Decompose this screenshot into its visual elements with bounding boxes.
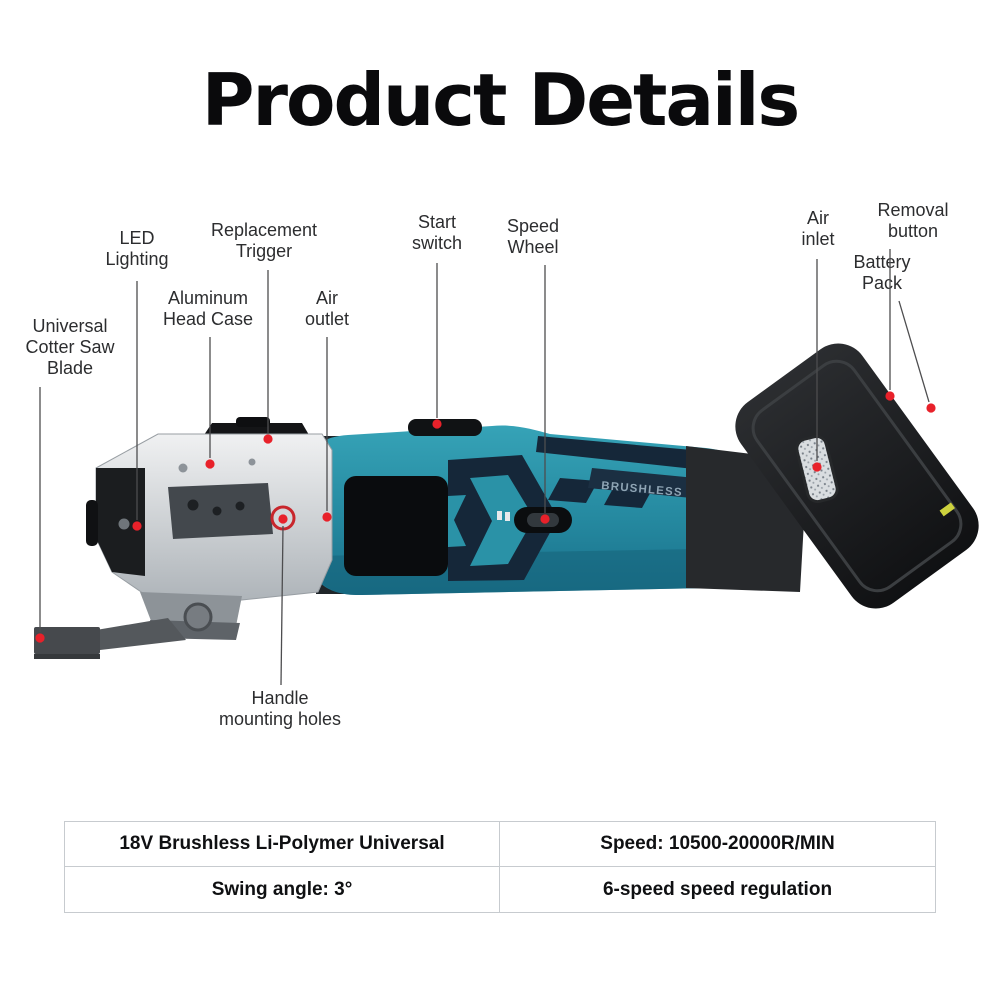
- callout-label-mounting-holes: Handle mounting holes: [218, 688, 342, 729]
- tool-head: [86, 417, 333, 640]
- head-screw-2: [248, 458, 256, 466]
- callout-dot-speed-wheel: [540, 514, 550, 524]
- leader-lines: [39, 249, 930, 686]
- trigger-clip-tab: [236, 417, 270, 427]
- body-grip-panel: [344, 476, 448, 576]
- callout-dot-air-inlet: [812, 462, 822, 472]
- blade-clamp-bolt: [183, 602, 213, 632]
- callout-label-replacement-trigger: Replacement Trigger: [210, 220, 318, 261]
- leader-line-mounting-holes: [280, 525, 284, 686]
- callout-dot-replacement-trigger: [263, 434, 273, 444]
- body-stripe-1: [548, 478, 598, 503]
- callout-dot-aluminum-head-case: [205, 459, 215, 469]
- callout-dot-led-lighting: [132, 521, 142, 531]
- spec-cell-swing-angle: Swing angle: 3°: [65, 867, 500, 912]
- callout-dots: [35, 391, 936, 643]
- mounting-hole-3: [235, 501, 245, 511]
- battery-seam: [751, 359, 963, 593]
- battery-pack: [686, 343, 979, 609]
- callout-label-start-switch: Start switch: [411, 212, 463, 253]
- spec-cell-speed-regulation: 6-speed speed regulation: [602, 878, 833, 900]
- callout-dot-battery-pack: [926, 403, 936, 413]
- callout-dot-start-switch: [432, 419, 442, 429]
- callout-label-aluminum-head-case: Aluminum Head Case: [162, 288, 254, 329]
- callout-dot-mounting-holes: [278, 514, 288, 524]
- speed-mark-1: [497, 511, 502, 520]
- tool-body: BRUSHLESS: [309, 419, 752, 596]
- callout-dot-removal-button: [885, 391, 895, 401]
- spec-cell-speed: Speed: 10500-20000R/MIN: [500, 822, 935, 867]
- callout-label-air-outlet: Air outlet: [304, 288, 350, 329]
- spec-cell-voltage: 18V Brushless Li-Polymer Universal: [65, 822, 500, 867]
- page-title: Product Details: [201, 58, 801, 142]
- callout-label-led-lighting: LED Lighting: [105, 228, 169, 269]
- led-lamp: [118, 518, 130, 530]
- head-front-lug: [86, 500, 98, 546]
- callout-dot-air-outlet: [322, 512, 332, 522]
- callout-label-battery-pack: Battery Pack: [853, 252, 911, 293]
- start-switch: [408, 419, 482, 436]
- blade-shaft: [96, 618, 186, 650]
- blade-head: [34, 627, 100, 654]
- callout-label-saw-blade: Universal Cotter Saw Blade: [25, 316, 115, 378]
- callout-label-removal-button: Removal button: [877, 200, 949, 241]
- battery-housing: [735, 343, 979, 609]
- body-accent-notch: [448, 495, 466, 547]
- specs-table: 18V Brushless Li-Polymer Universal Speed…: [64, 821, 936, 913]
- leader-line-battery-pack: [898, 300, 930, 403]
- blade-teeth-edge: [34, 654, 100, 659]
- mounting-hole-1: [187, 499, 199, 511]
- speed-mark-2: [505, 512, 510, 521]
- saw-blade: [34, 618, 186, 659]
- callout-label-speed-wheel: Speed Wheel: [506, 216, 560, 257]
- body-accent-chevron: [470, 475, 534, 566]
- mounting-hole-2: [212, 506, 222, 516]
- callout-label-air-inlet: Air inlet: [801, 208, 835, 249]
- battery-latch-mark: [939, 502, 956, 517]
- brand-strip: [588, 468, 706, 499]
- callout-dot-saw-blade: [35, 633, 45, 643]
- head-screw-1: [178, 463, 188, 473]
